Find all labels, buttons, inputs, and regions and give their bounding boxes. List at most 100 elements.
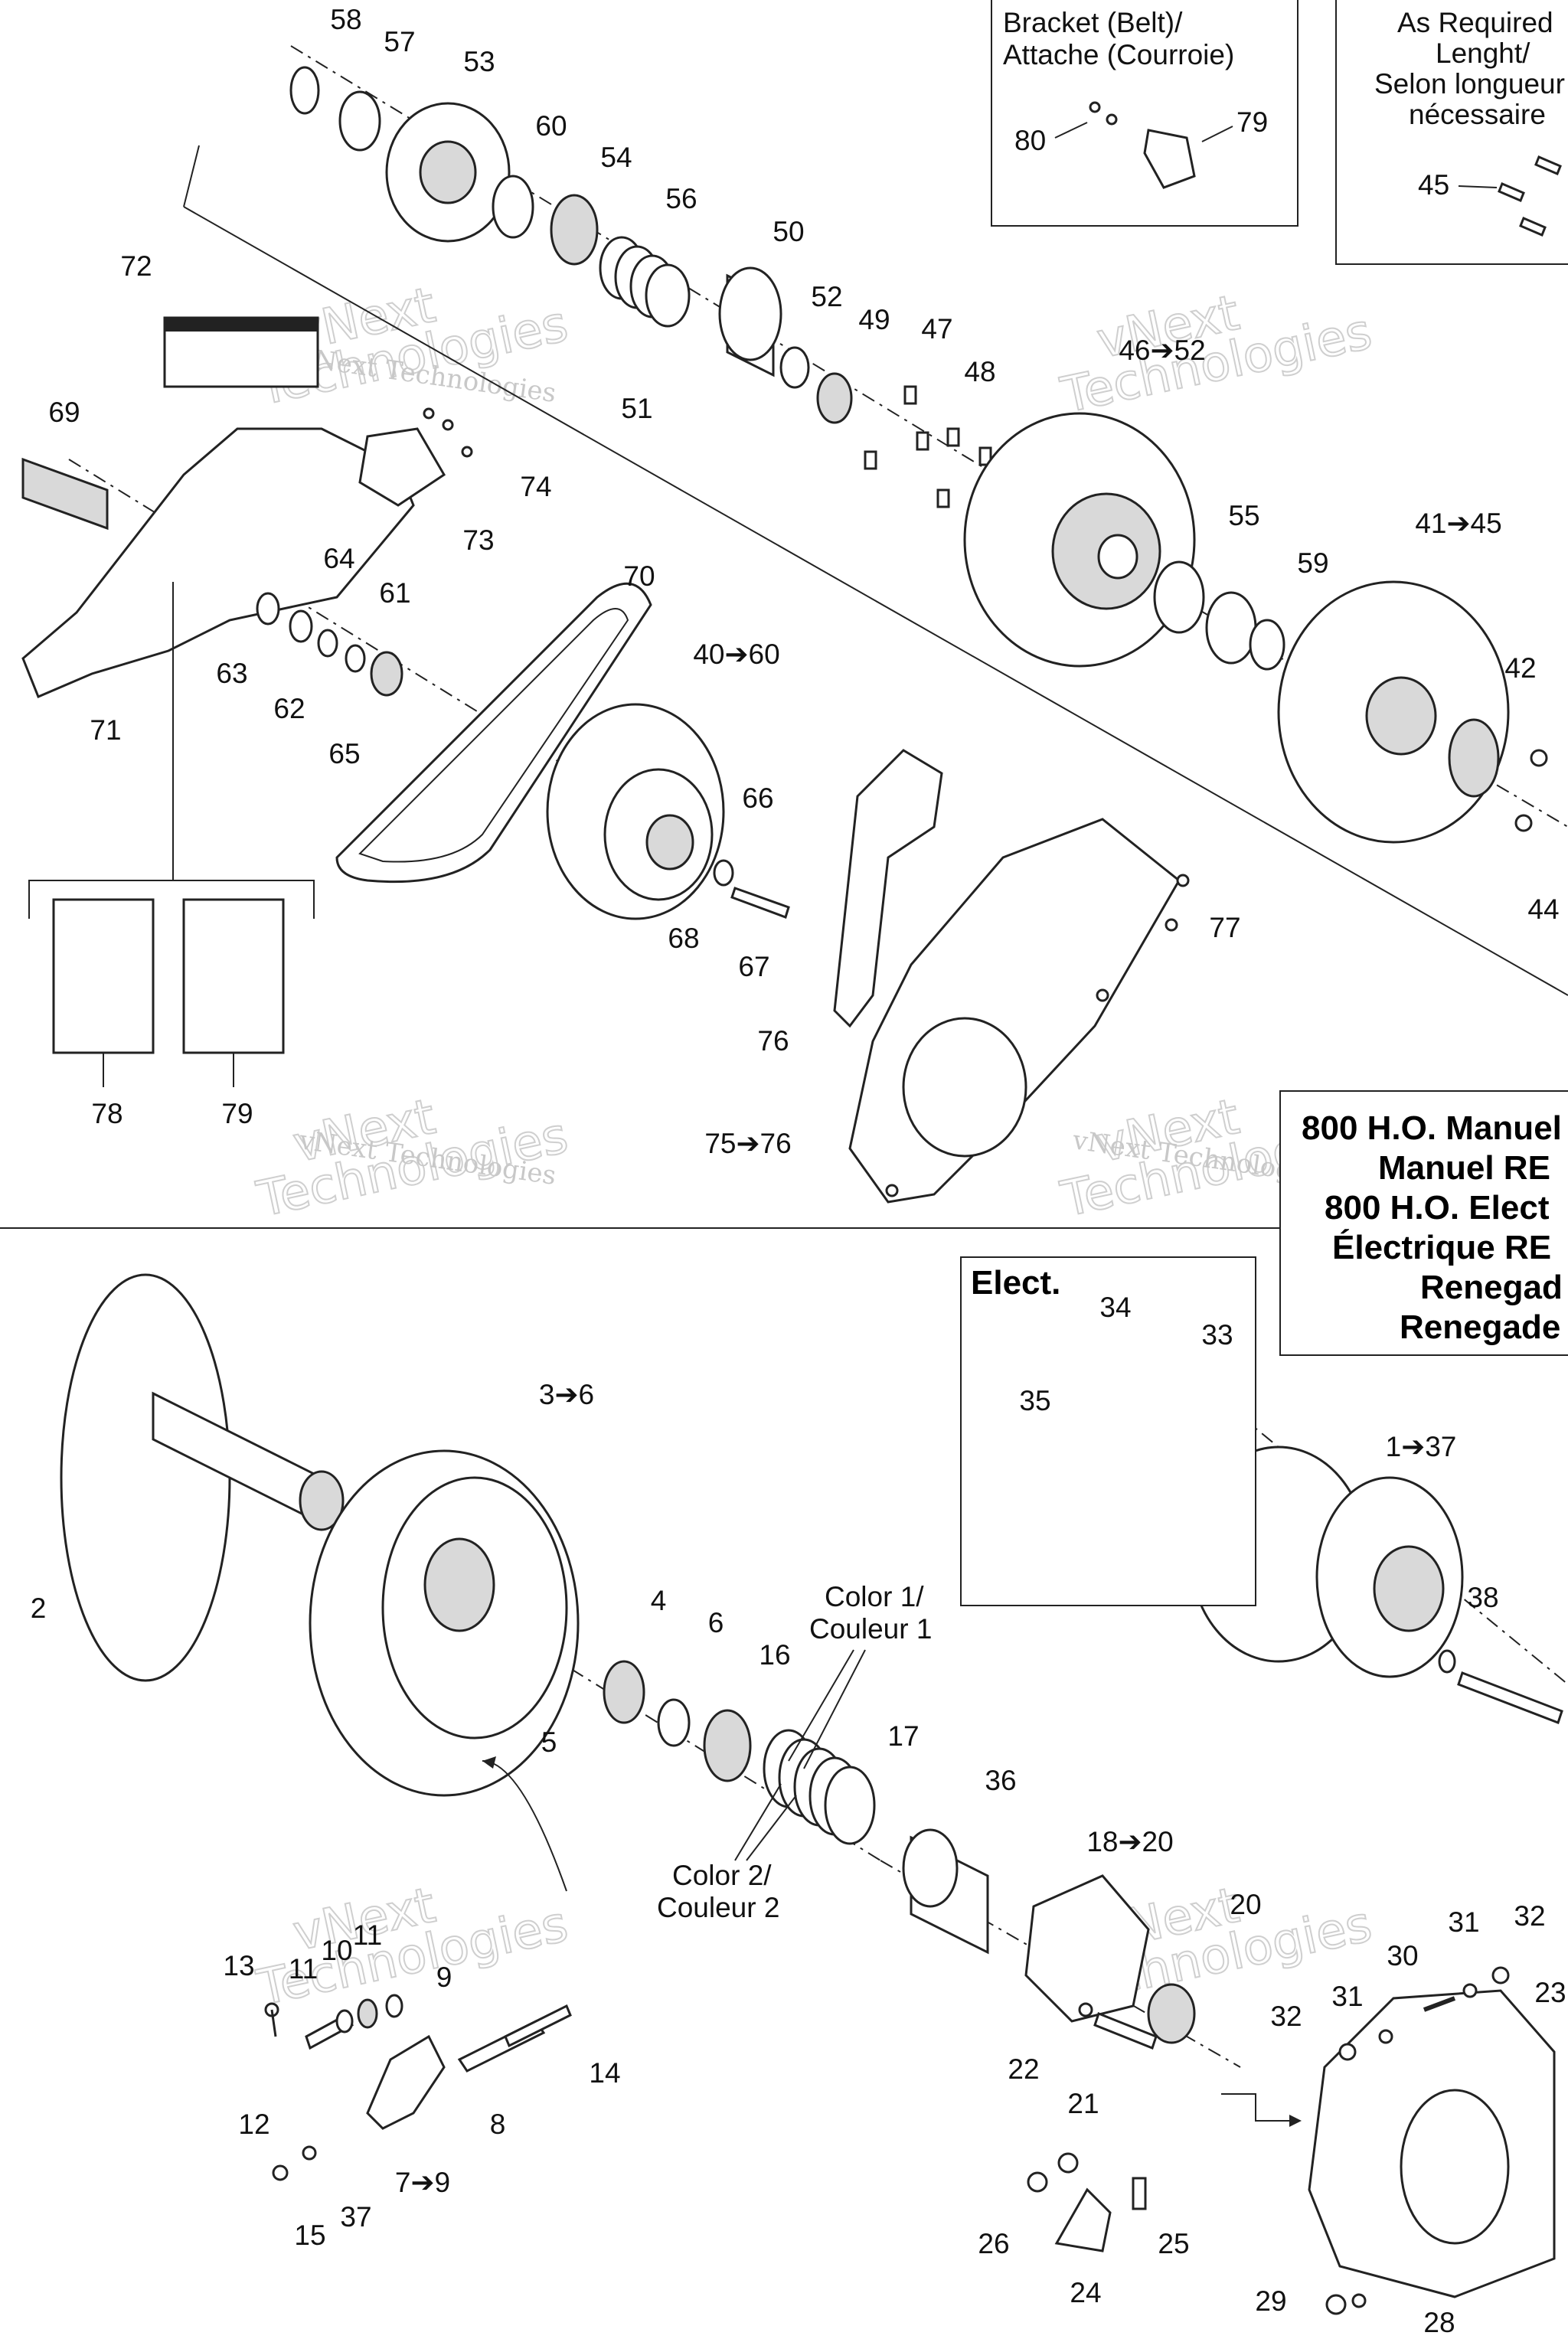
callout-19: 70 — [623, 560, 655, 592]
callout-57: 9 — [436, 1962, 452, 1993]
bolt-26 — [1027, 2171, 1048, 2193]
bushing-10 — [357, 1998, 378, 2029]
callout-33: 67 — [738, 951, 769, 982]
callout-53: 13 — [223, 1950, 254, 1981]
washer-66 — [713, 859, 734, 887]
axis-line — [183, 145, 200, 207]
as-required-box: As Required Lenght/ Selon longueur néces… — [1335, 0, 1568, 265]
callout-65: 22 — [1008, 2053, 1039, 2085]
callout-42: 1➔37 — [1386, 1431, 1457, 1462]
warning-label-72-header — [165, 318, 318, 332]
nut-44 — [1530, 749, 1548, 767]
elect-box: Elect. — [960, 1256, 1256, 1606]
callout-0: 58 — [330, 4, 361, 35]
fixed-sheave-2 — [60, 1273, 231, 1682]
bracket-box-line1: Bracket (Belt)/ — [1003, 7, 1183, 38]
washer-37 — [302, 2145, 317, 2161]
decal-78 — [52, 898, 155, 1054]
screw-47 — [936, 488, 950, 508]
housing-75-76-window — [902, 1017, 1027, 1158]
screw-80 — [1089, 101, 1101, 113]
bushing-54 — [550, 194, 599, 266]
as-required-line1: As Required — [1397, 7, 1553, 38]
spider-18-20 — [1024, 1874, 1150, 2023]
callout-67: 8 — [490, 2109, 506, 2140]
as-required-line4: nécessaire — [1409, 99, 1546, 130]
shaft-69 — [21, 457, 109, 531]
as-required-line3: Selon longueur — [1374, 68, 1565, 100]
callout-45: 6 — [708, 1607, 724, 1638]
axis-line — [183, 206, 1568, 996]
screw-77 — [885, 1184, 899, 1197]
callout-41: 3➔6 — [539, 1379, 594, 1410]
washer-38 — [1438, 1649, 1456, 1674]
model-line1: 800 H.O. Manuel — [1302, 1109, 1562, 1147]
sheave-46-52-bore — [1097, 534, 1138, 580]
model-line4: Électrique RE — [1332, 1228, 1551, 1266]
spring-17 — [763, 1729, 876, 1845]
callout-22: 41➔45 — [1415, 508, 1501, 539]
bracket-box: Bracket (Belt)/ Attache (Courroie) 80 79 — [991, 0, 1298, 227]
callout-34: 76 — [757, 1025, 789, 1057]
leader-line — [746, 1795, 797, 1861]
callout-9: 47 — [921, 313, 952, 345]
callout-56: 11 — [353, 1919, 382, 1951]
callout-39: 33 — [1201, 1319, 1233, 1351]
leader-line — [1458, 185, 1498, 188]
bracket-24 — [1054, 2187, 1112, 2252]
sleeve-36-end — [902, 1828, 959, 1908]
callout-32: 68 — [668, 923, 699, 954]
callout-71: 37 — [340, 2201, 371, 2233]
callout-58: 31 — [1448, 1906, 1479, 1938]
leader-line — [1201, 126, 1233, 142]
callout-23: 40➔60 — [693, 639, 779, 670]
leader-line — [734, 1783, 782, 1861]
callout-2: 53 — [463, 46, 495, 77]
ring-58 — [289, 66, 320, 115]
callout-12: 69 — [48, 397, 80, 428]
ring-59 — [1249, 619, 1285, 671]
callout-52: 20 — [1230, 1889, 1261, 1920]
callout-25: 62 — [273, 693, 305, 724]
callout-28: 65 — [328, 738, 360, 769]
assembly-arrow-head — [482, 1756, 496, 1769]
model-box: 800 H.O. Manuel Manuel RE 800 H.O. Elect… — [1279, 1090, 1568, 1356]
bracket-box-line2: Attache (Courroie) — [1003, 39, 1234, 70]
callout-51: 18➔20 — [1086, 1826, 1173, 1857]
callout-26: 42 — [1504, 652, 1536, 684]
cover-76 — [833, 749, 943, 1028]
cam-assembly-23-face — [1400, 2089, 1510, 2245]
fixed-sheave-2-spline — [299, 1470, 345, 1531]
ring-64 — [289, 609, 313, 643]
callout-70: 15 — [294, 2220, 325, 2251]
washer-55 — [1205, 591, 1257, 665]
callout-18: 61 — [379, 577, 410, 609]
assembly-arrow — [1221, 2093, 1294, 2122]
callout-14: 46➔52 — [1119, 335, 1205, 366]
model-line2: Manuel RE — [1378, 1149, 1550, 1187]
callout-5: 56 — [665, 183, 697, 214]
callout-36: 79 — [221, 1098, 253, 1129]
bushing-49 — [816, 372, 853, 424]
callout-7: 52 — [811, 281, 842, 312]
callout-15: 74 — [520, 471, 551, 502]
callout-37: 75➔76 — [704, 1128, 791, 1159]
elect-box-frame — [960, 1256, 1256, 1606]
callout-17: 64 — [323, 543, 354, 574]
callout-54: 11 — [289, 1953, 318, 1984]
bolt-38 — [1457, 1671, 1563, 1724]
bolt-45 — [1519, 217, 1547, 237]
belt-bracket-79 — [1143, 129, 1196, 189]
screw-77 — [1176, 874, 1190, 887]
elect-box-title: Elect. — [971, 1264, 1060, 1302]
nut-15 — [272, 2164, 289, 2181]
bracket-box-frame — [991, 0, 1298, 227]
bracket-box-part-80: 80 — [1014, 125, 1046, 156]
callout-1: 57 — [384, 26, 415, 57]
callout-43: 2 — [31, 1592, 47, 1624]
callout-35: 78 — [91, 1098, 122, 1129]
callout-38: 34 — [1099, 1292, 1131, 1323]
clip-6 — [657, 1698, 691, 1747]
callout-40: 35 — [1019, 1385, 1050, 1416]
